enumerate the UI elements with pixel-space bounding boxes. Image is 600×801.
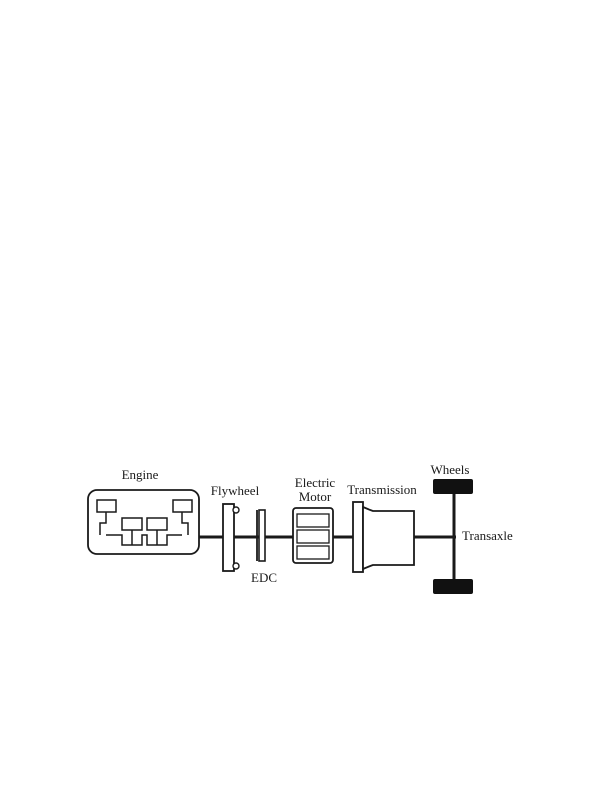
motor-winding-2	[296, 529, 330, 544]
engine-cylinder-inner-2	[146, 517, 168, 531]
flywheel-label: Flywheel	[211, 483, 260, 498]
wheels-label: Wheels	[431, 462, 470, 477]
engine-label: Engine	[122, 467, 159, 482]
motor-winding-1	[296, 513, 330, 528]
edc-label: EDC	[251, 570, 277, 585]
engine	[87, 489, 200, 555]
edc-plate-right	[258, 509, 266, 562]
engine-rod-right	[181, 512, 189, 535]
flywheel	[222, 503, 240, 572]
transmission-housing	[362, 505, 415, 571]
electric-motor-label-line2: Motor	[299, 489, 332, 504]
transaxle-assembly	[433, 479, 473, 594]
transmission-front	[352, 501, 364, 573]
electric-motor	[292, 507, 334, 564]
engine-rod-left	[99, 512, 107, 535]
engine-cylinder-inner-1	[121, 517, 143, 531]
motor-winding-3	[296, 545, 330, 560]
engine-housing	[87, 489, 200, 555]
electric-motor-label-line1: Electric	[295, 475, 336, 490]
transaxle-label: Transaxle	[462, 528, 513, 543]
transmission	[352, 501, 415, 573]
flywheel-bolt-top	[232, 506, 240, 514]
flywheel-disc	[222, 503, 235, 572]
wheel-top	[433, 479, 473, 494]
engine-cylinder-left	[96, 499, 117, 513]
engine-cylinder-right	[172, 499, 193, 513]
transmission-label: Transmission	[347, 482, 417, 497]
motor-housing	[292, 507, 334, 564]
flywheel-bolt-bottom	[232, 562, 240, 570]
wheel-bottom	[433, 579, 473, 594]
engine-crankshaft	[106, 534, 182, 546]
edc	[256, 509, 266, 562]
